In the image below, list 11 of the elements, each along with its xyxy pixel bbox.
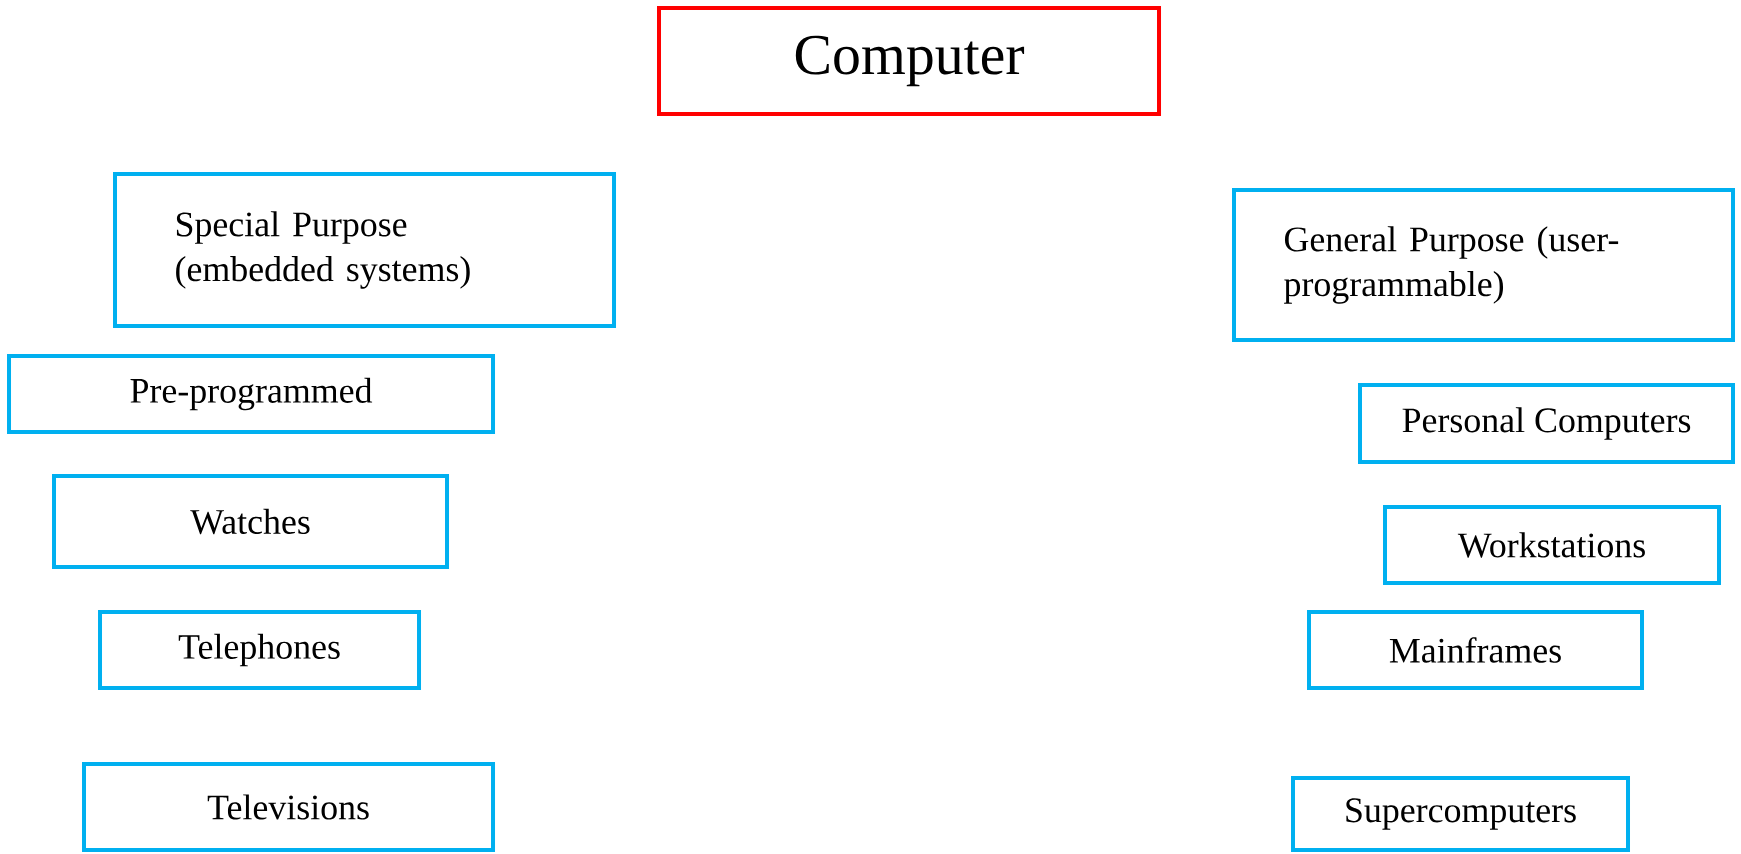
item-box: Televisions [82, 762, 495, 852]
category-box: General Purpose (user-programmable) [1232, 188, 1735, 342]
item-box: Personal Computers [1358, 383, 1735, 464]
item-box: Supercomputers [1291, 776, 1630, 852]
category-box: Special Purpose (embedded systems) [113, 172, 616, 328]
item-box: Workstations [1383, 505, 1721, 585]
item-box: Mainframes [1307, 610, 1644, 690]
item-box: Pre-programmed [7, 354, 495, 434]
title-box: Computer [657, 6, 1161, 116]
item-box: Watches [52, 474, 449, 569]
item-box: Telephones [98, 610, 421, 690]
